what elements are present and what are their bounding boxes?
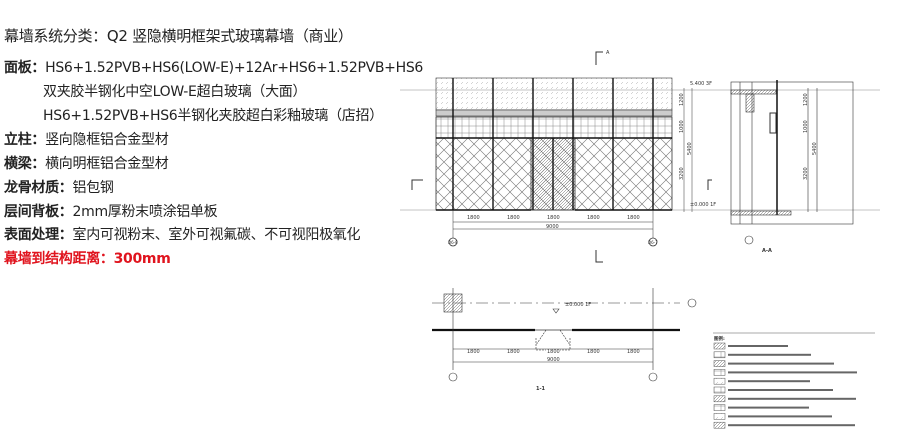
legend-text-line — [728, 353, 811, 356]
height-dim: 1000 — [679, 120, 685, 133]
axis-left: D6-8 — [448, 240, 458, 245]
bay-dim: 1800 — [627, 349, 640, 355]
spec-frame-material: 龙骨材质：铝包钢 — [4, 177, 114, 197]
spec-label: 立柱： — [4, 132, 46, 148]
spec-value: 横向明框铝合金型材 — [45, 156, 169, 172]
height-dim: 3200 — [803, 167, 809, 180]
structure-distance: 幕墙到结构距离：300mm — [4, 251, 171, 267]
page-title: 幕墙系统分类：Q2 竖隐横明框架式玻璃幕墙（商业） — [4, 27, 353, 45]
plan-level: ±0.000 1F — [565, 302, 591, 308]
total-height: 5400 — [812, 142, 818, 155]
section-view — [730, 80, 854, 245]
legend-text-line — [728, 389, 833, 391]
total-height: 5400 — [687, 142, 693, 155]
legend-text-line — [728, 380, 810, 383]
section-labels: 1200 1000 3200 5400 A-A — [762, 93, 818, 254]
spec-panel-line2: 双夹胶半钢化中空LOW-E超白玻璃（大面） — [43, 84, 307, 100]
legend-swatch — [713, 369, 726, 376]
plan-view — [432, 288, 697, 382]
legend-text-line — [728, 345, 788, 347]
legend-text-line — [728, 415, 832, 418]
axis-right: D6-7 — [648, 240, 658, 245]
spec-transom: 横梁：横向明框铝合金型材 — [4, 153, 169, 173]
spec-label: 面板： — [4, 60, 46, 76]
height-dim: 1000 — [803, 120, 809, 133]
bay-dim: 1800 — [507, 215, 520, 221]
bay-dim: 1800 — [547, 349, 560, 355]
spec-value: 室内可视粉末、室外可视氟碳、不可视阳极氧化 — [72, 227, 361, 243]
legend-swatch — [713, 421, 726, 429]
bay-dim: 1800 — [467, 215, 480, 221]
total-dim: 9000 — [547, 357, 560, 363]
legend-swatch — [713, 386, 726, 394]
legend-swatch — [713, 377, 726, 385]
spec-label: 表面处理： — [4, 227, 73, 243]
legend-swatch — [713, 395, 726, 403]
legend-swatch — [713, 342, 726, 350]
plan-title: 1-1 — [536, 386, 546, 392]
spec-label: 层间背板： — [4, 204, 73, 220]
ground-level: ±0.000 1F — [690, 202, 716, 208]
bay-dim: 1800 — [467, 349, 480, 355]
spec-backpanel: 层间背板：2mm厚粉末喷涂铝单板 — [4, 201, 218, 221]
legend-swatch — [713, 360, 726, 367]
legend-text-line — [728, 362, 834, 365]
height-dim: 1200 — [803, 93, 809, 106]
spec-label: 龙骨材质： — [4, 180, 73, 196]
elevation-labels: 1800 1800 1800 1800 1800 9000 5.400 3F ±… — [448, 50, 716, 245]
legend-swatch — [713, 413, 726, 420]
spec-panel: 面板：HS6+1.52PVB+HS6(LOW-E)+12Ar+HS6+1.52P… — [4, 57, 423, 77]
spec-finish: 表面处理：室内可视粉末、室外可视氟碳、不可视阳极氧化 — [4, 224, 361, 244]
elevation-view — [400, 51, 880, 263]
bay-dim: 1800 — [587, 215, 600, 221]
legend-text-line — [728, 371, 857, 374]
bay-dim: 1800 — [547, 215, 560, 221]
legend-text-line — [728, 406, 809, 409]
spec-value: HS6+1.52PVB+HS6(LOW-E)+12Ar+HS6+1.52PVB+… — [45, 60, 424, 76]
legend-text-line — [728, 424, 855, 427]
bay-dim: 1800 — [587, 349, 600, 355]
bay-dim: 1800 — [507, 349, 520, 355]
spec-value: 2mm厚粉末喷涂铝单板 — [72, 204, 218, 220]
spec-panel-line3: HS6+1.52PVB+HS6半钢化夹胶超白彩釉玻璃（店招） — [43, 108, 383, 124]
legend: 图例: — [713, 332, 875, 429]
top-level: 5.400 3F — [690, 81, 712, 87]
legend-swatch — [713, 351, 726, 359]
legend-text-line — [728, 397, 856, 400]
spec-mullion: 立柱：竖向隐框铝合金型材 — [4, 129, 169, 149]
section-mark: A — [606, 50, 610, 56]
spec-label: 横梁： — [4, 156, 46, 172]
bay-dim: 1800 — [627, 215, 640, 221]
height-dim: 3200 — [679, 167, 685, 180]
legend-title: 图例: — [714, 335, 725, 342]
plan-labels: 1800 1800 1800 1800 1800 9000 ±0.000 1F … — [467, 302, 640, 392]
legend-swatch — [713, 404, 726, 411]
section-title: A-A — [762, 248, 772, 254]
height-dim: 1200 — [679, 93, 685, 106]
total-dim: 9000 — [546, 224, 559, 230]
spec-value: 竖向隐框铝合金型材 — [45, 132, 169, 148]
spec-value: 铝包钢 — [72, 180, 114, 196]
